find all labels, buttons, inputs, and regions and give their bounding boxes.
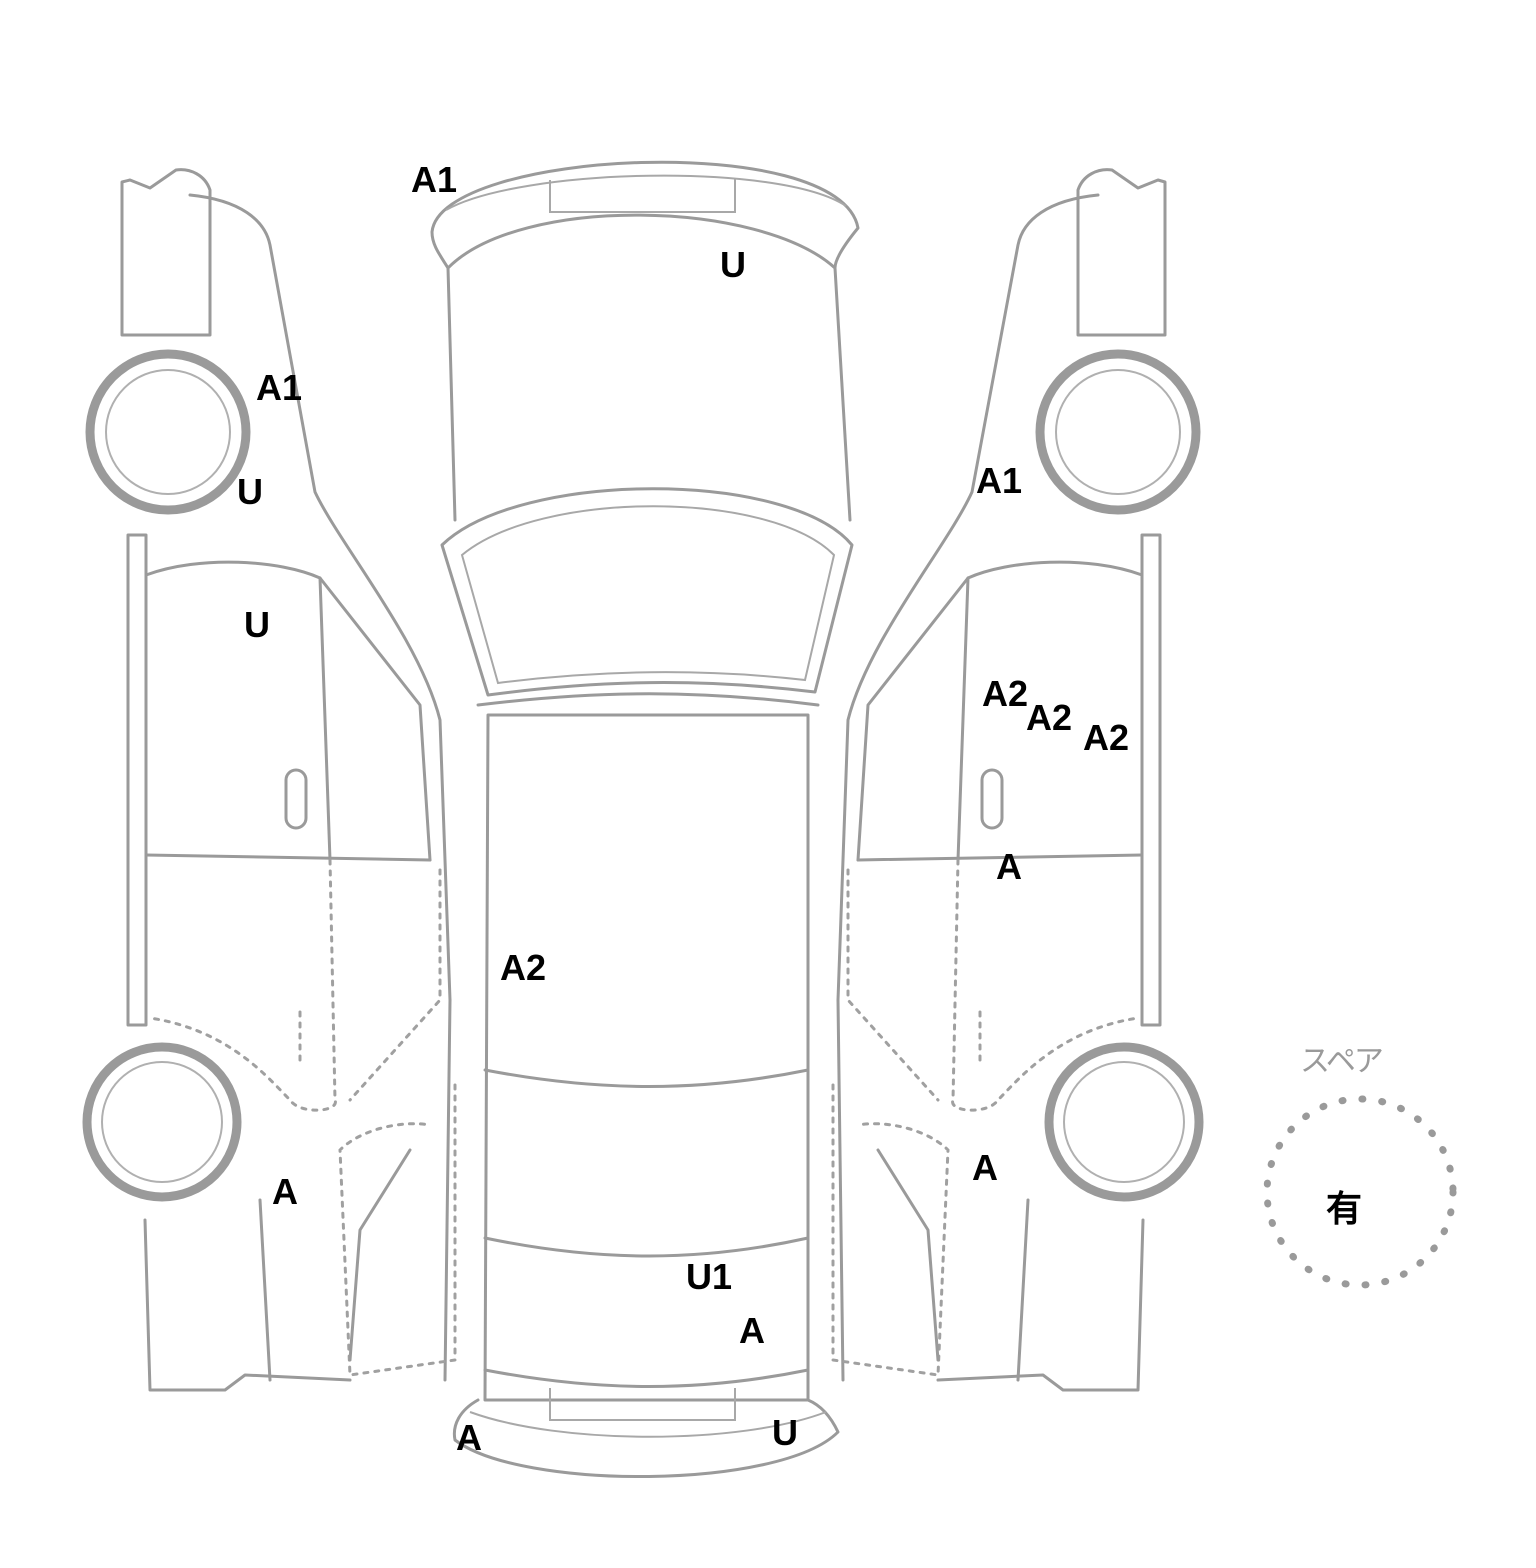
mark-center-u1: U1: [686, 1256, 733, 1297]
right-side-outline: [831, 168, 1204, 1392]
mark-top-u: U: [720, 244, 746, 285]
mark-center-a2: A2: [500, 947, 547, 988]
spare-label: スペア: [1300, 1044, 1384, 1079]
top-view-outline: [430, 160, 860, 1479]
mark-bottom-u: U: [772, 1412, 798, 1453]
mark-right-a-door: A: [996, 846, 1022, 887]
mark-right-a2-3: A2: [1083, 717, 1130, 758]
mark-top-a1: A1: [411, 159, 458, 200]
mark-left-a1: A1: [256, 367, 303, 408]
mark-bottom-a: A: [456, 1417, 482, 1458]
mark-left-u-door: U: [244, 604, 270, 645]
mark-right-a1: A1: [976, 460, 1023, 501]
left-side-outline: [82, 168, 457, 1392]
mark-right-a2-1: A2: [982, 673, 1029, 714]
mark-center-a-trunk: A: [739, 1310, 765, 1351]
mark-left-a-rear: A: [272, 1171, 298, 1212]
mark-right-a2-2: A2: [1026, 697, 1073, 738]
mark-right-a-rear: A: [972, 1147, 998, 1188]
mark-left-u-wheel: U: [237, 471, 263, 512]
spare-tire-circle: [1263, 1095, 1457, 1289]
spare-value: 有: [1326, 1189, 1363, 1230]
